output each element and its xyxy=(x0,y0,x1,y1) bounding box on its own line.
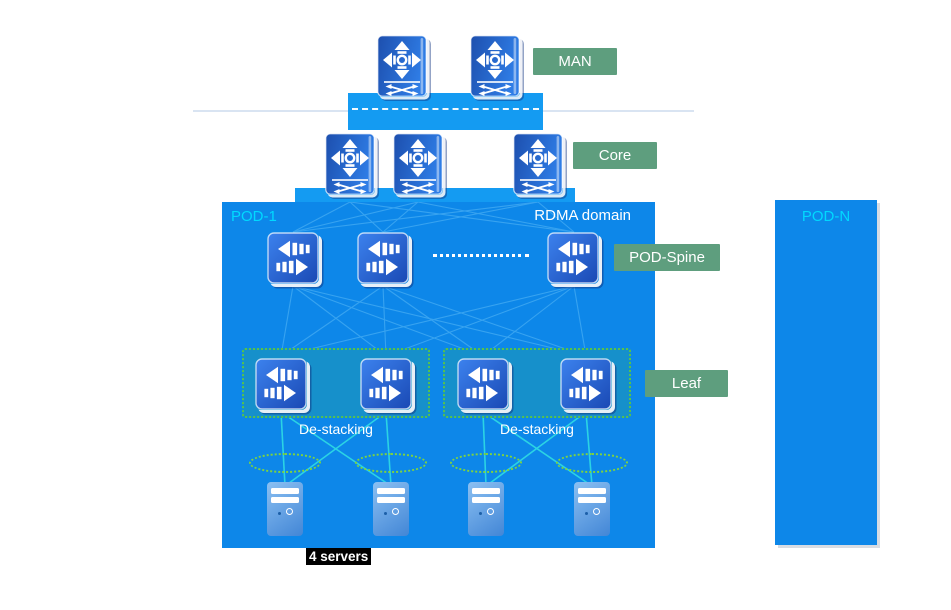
server-led xyxy=(585,512,588,515)
core-to-spine-links xyxy=(292,202,575,233)
podn-panel: POD-N xyxy=(775,200,877,545)
bundle-ellipse-3 xyxy=(450,453,522,473)
switch-icon xyxy=(255,358,307,410)
destacking-label-1: De-stacking xyxy=(299,421,373,437)
tier-label-pod-spine: POD-Spine xyxy=(614,244,720,271)
man-core-trunk-band xyxy=(348,93,543,130)
server-4 xyxy=(574,482,610,536)
router-icon xyxy=(393,133,443,195)
spine-to-leaf-links xyxy=(280,285,587,357)
spine-switch-2 xyxy=(357,232,409,284)
man-router-1 xyxy=(377,35,427,97)
server-slot xyxy=(578,497,606,503)
server-2 xyxy=(373,482,409,536)
server-button xyxy=(392,508,399,515)
router-icon xyxy=(325,133,375,195)
router-icon xyxy=(470,35,520,97)
router-icon xyxy=(513,133,563,195)
server-button xyxy=(286,508,293,515)
rdma-domain-label: RDMA domain xyxy=(534,207,631,224)
server-slot xyxy=(271,497,299,503)
switch-icon xyxy=(560,358,612,410)
server-button xyxy=(593,508,600,515)
router-icon xyxy=(377,35,427,97)
server-led xyxy=(479,512,482,515)
man-router-2 xyxy=(470,35,520,97)
server-slot xyxy=(377,497,405,503)
server-3 xyxy=(468,482,504,536)
server-led xyxy=(278,512,281,515)
spine-switch-1 xyxy=(267,232,319,284)
core-router-3 xyxy=(513,133,563,195)
servers-caption: 4 servers xyxy=(306,548,372,565)
server-button xyxy=(487,508,494,515)
server-slot xyxy=(472,488,500,494)
spine-ellipsis-divider xyxy=(433,254,529,257)
tier-label-man: MAN xyxy=(533,48,617,75)
trunk-dashed-link xyxy=(352,108,539,110)
bundle-ellipse-1 xyxy=(249,453,321,473)
leaf-switch-1 xyxy=(255,358,307,410)
leaf-switch-3 xyxy=(457,358,509,410)
switch-icon xyxy=(547,232,599,284)
destacking-label-2: De-stacking xyxy=(500,421,574,437)
core-router-2 xyxy=(393,133,443,195)
bundle-ellipse-4 xyxy=(556,453,628,473)
tier-label-leaf: Leaf xyxy=(645,370,728,397)
server-1 xyxy=(267,482,303,536)
switch-icon xyxy=(360,358,412,410)
pod1-title: POD-1 xyxy=(231,208,277,225)
server-led xyxy=(384,512,387,515)
spine-switch-3 xyxy=(547,232,599,284)
podn-title: POD-N xyxy=(801,208,851,225)
pod1-panel: POD-1 RDMA domain De-stacking De-stackin… xyxy=(222,202,655,548)
switch-icon xyxy=(457,358,509,410)
tier-label-core: Core xyxy=(573,142,657,169)
server-slot xyxy=(472,497,500,503)
server-slot xyxy=(271,488,299,494)
server-slot xyxy=(578,488,606,494)
core-router-1 xyxy=(325,133,375,195)
switch-icon xyxy=(357,232,409,284)
server-slot xyxy=(377,488,405,494)
leaf-switch-2 xyxy=(360,358,412,410)
switch-icon xyxy=(267,232,319,284)
leaf-switch-4 xyxy=(560,358,612,410)
bundle-ellipse-2 xyxy=(355,453,427,473)
